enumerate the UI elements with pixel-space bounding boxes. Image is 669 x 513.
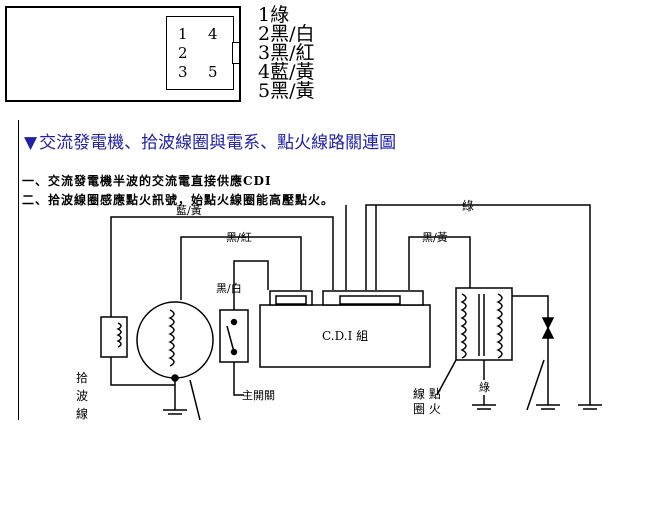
wire-blue-yellow bbox=[110, 216, 334, 317]
ignition-coil-label-1: 線 點 bbox=[413, 386, 441, 401]
cdi-box bbox=[259, 304, 431, 368]
label-green-bottom: 綠 bbox=[479, 381, 490, 394]
page-title: ▼交流發電機、拾波線圈與電系、點火線路關連圖 bbox=[24, 128, 396, 153]
main-switch-lever bbox=[226, 325, 235, 353]
cdi-label: C.D.I 組 bbox=[322, 329, 368, 343]
legend-item-5: 5黑/黃 bbox=[258, 80, 315, 102]
pickup-label-1: 拾 bbox=[76, 370, 88, 385]
pickup-label-2: 波 bbox=[76, 389, 88, 403]
wire-black-yellow bbox=[408, 236, 471, 290]
pickup-coil-body bbox=[100, 316, 128, 358]
wire-black-white bbox=[233, 260, 269, 310]
pin-5: 5 bbox=[208, 63, 218, 81]
connector-pin-block bbox=[166, 16, 234, 90]
label-black-red: 黑/紅 bbox=[226, 231, 252, 244]
legend-item-2: 2黑/白 bbox=[258, 23, 315, 45]
page-title-text: 交流發電機、拾波線圈與電系、點火線路關連圖 bbox=[39, 133, 397, 153]
ignition-primary-winding bbox=[460, 293, 467, 359]
label-black-white: 黑/白 bbox=[216, 281, 242, 295]
pickup-label-3: 線 bbox=[76, 406, 88, 421]
alternator-stator bbox=[136, 301, 214, 379]
triangle-marker-icon: ▼ bbox=[24, 133, 38, 153]
pin-2: 2 bbox=[178, 44, 188, 62]
description-line-1: 一、交流發電機半波的交流電直接供應CDI bbox=[22, 174, 272, 188]
label-green-top: 綠 bbox=[462, 199, 474, 213]
legend-item-3: 3黑/紅 bbox=[258, 42, 315, 64]
legend-item-4: 4藍/黃 bbox=[258, 61, 315, 83]
spark-plug-arrow-icon bbox=[541, 317, 555, 330]
alternator-winding bbox=[168, 309, 175, 367]
pin-3: 3 bbox=[178, 63, 188, 81]
connector-latch-tab bbox=[232, 42, 240, 64]
ignition-coil-label-2: 圈 火 bbox=[413, 402, 441, 416]
pin-1: 1 bbox=[178, 25, 188, 43]
wire-green-top bbox=[365, 204, 591, 405]
legend-item-1: 1綠 bbox=[258, 4, 290, 26]
label-black-yellow: 黑/黃 bbox=[422, 231, 448, 244]
description-line-2: 二、拾波線圈感應點火訊號，始點火線圈能高壓點火。 bbox=[22, 193, 335, 207]
ignition-secondary-winding bbox=[496, 293, 503, 359]
pin-4: 4 bbox=[208, 25, 218, 43]
left-margin-rule bbox=[18, 120, 19, 420]
label-blue-yellow: 藍/黃 bbox=[176, 204, 202, 217]
wire-black-red bbox=[180, 236, 302, 300]
connector-outline bbox=[5, 6, 241, 102]
main-switch-label: 主開關 bbox=[242, 389, 275, 402]
pickup-coil-winding bbox=[116, 322, 122, 348]
